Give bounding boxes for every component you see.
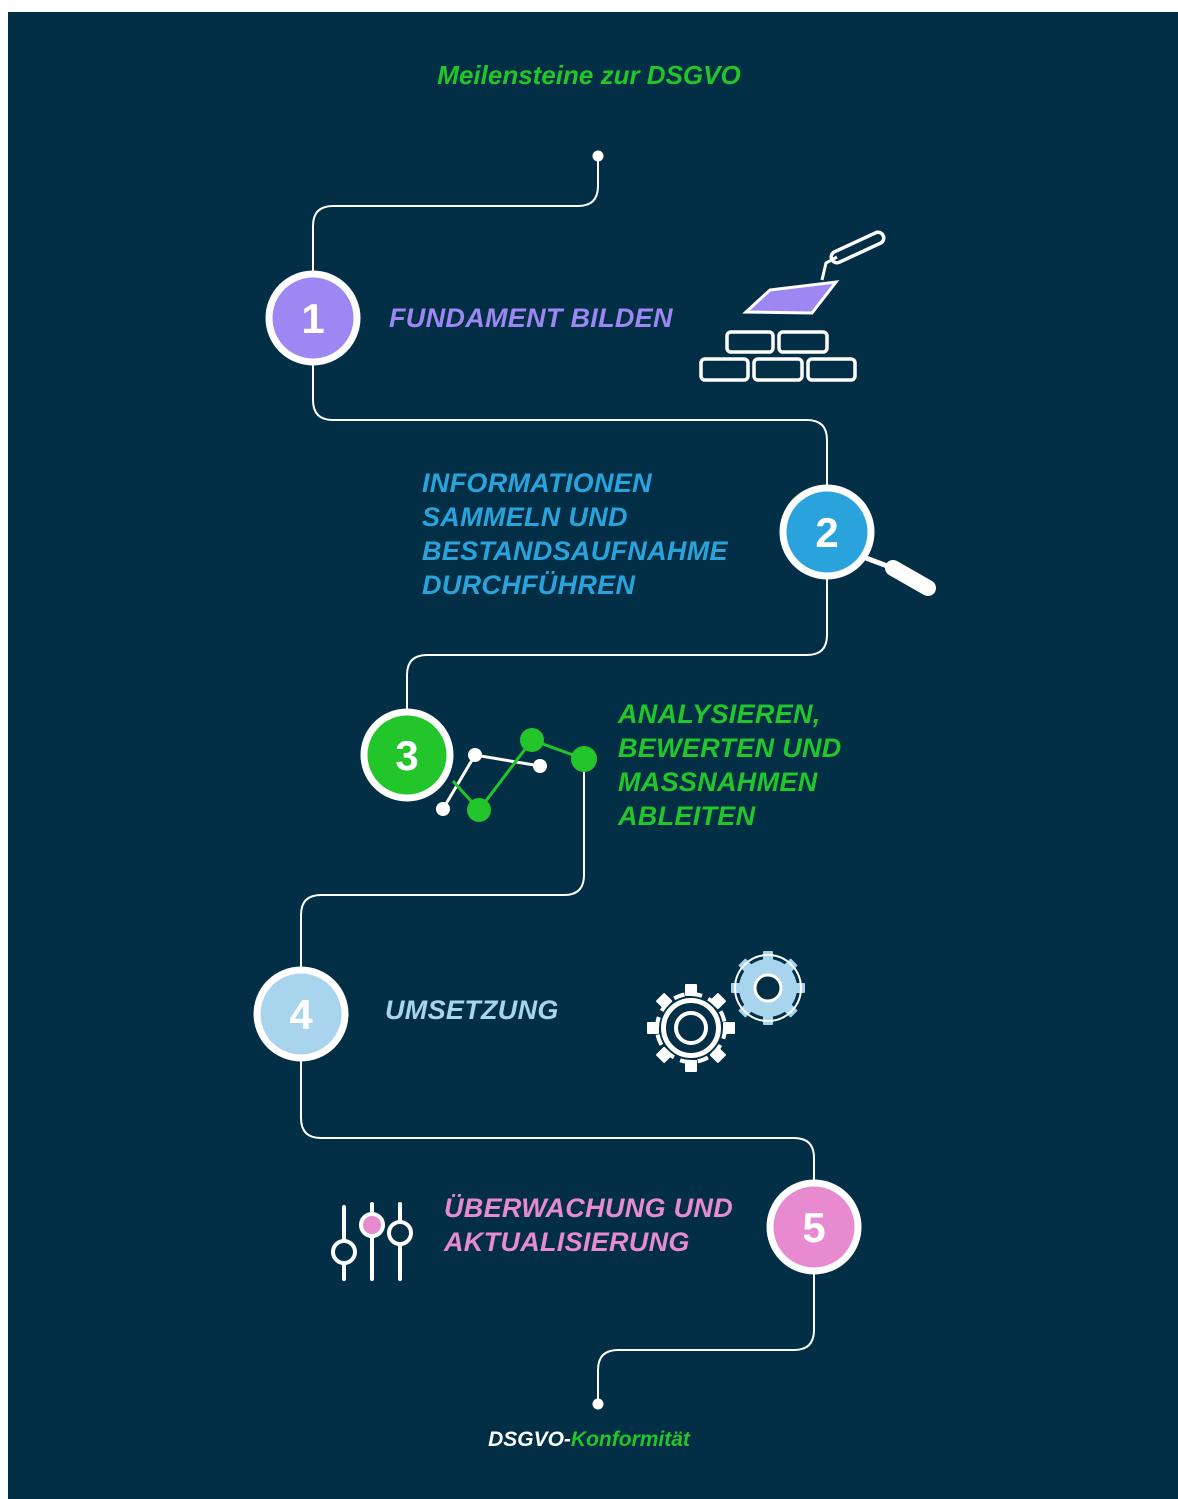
gears-icon (647, 951, 805, 1072)
step-4-badge: 4 (253, 966, 349, 1062)
step-5-label: ÜBERWACHUNG UND AKTUALISIERUNG (444, 1191, 733, 1259)
svg-text:2: 2 (815, 509, 838, 556)
svg-text:3: 3 (395, 732, 418, 779)
step-2-line-2: SAMMELN UND (422, 502, 628, 532)
step-1-label: FUNDAMENT BILDEN (389, 301, 673, 335)
svg-text:4: 4 (289, 991, 313, 1038)
step-4-label: UMSETZUNG (385, 993, 559, 1027)
step-3-line-2: BEWERTEN UND (618, 733, 842, 763)
step-2-line-3: BESTANDSAUFNAHME (422, 536, 728, 566)
sliders-icon (331, 1202, 413, 1281)
roadmap-path (300, 156, 828, 1404)
diagram-title: Meilensteine zur DSGVO (437, 60, 741, 90)
step-5-line-2: AKTUALISIERUNG (444, 1227, 690, 1257)
svg-text:1: 1 (301, 295, 324, 342)
footer-part-1: DSGVO- (488, 1428, 571, 1451)
footer-label: DSGVO-Konformität (0, 1428, 1178, 1452)
path-start-dot (592, 150, 604, 162)
network-graph-icon (436, 728, 597, 822)
step-1-line-1: FUNDAMENT BILDEN (389, 303, 673, 333)
step-4-line-1: UMSETZUNG (385, 995, 559, 1025)
step-3-line-1: ANALYSIEREN, (618, 699, 821, 729)
path-end-dot (592, 1398, 604, 1410)
svg-text:5: 5 (802, 1204, 825, 1251)
step-5-line-1: ÜBERWACHUNG UND (444, 1193, 734, 1223)
step-5-badge: 5 (766, 1179, 862, 1275)
step-3-badge: 3 (360, 708, 454, 802)
trowel-bricks-icon (699, 230, 886, 382)
step-3-label: ANALYSIEREN, BEWERTEN UND MASSNAHMEN ABL… (618, 697, 842, 833)
footer-part-2: Konformität (570, 1428, 690, 1451)
step-2-line-4: DURCHFÜHREN (422, 570, 636, 600)
step-1-badge: 1 (265, 270, 361, 366)
step-2-label: INFORMATIONEN SAMMELN UND BESTANDSAUFNAH… (422, 466, 728, 602)
step-3-line-4: ABLEITEN (618, 801, 756, 831)
magnifier-icon (865, 555, 936, 596)
step-2-line-1: INFORMATIONEN (422, 468, 652, 498)
step-3-line-3: MASSNAHMEN (618, 767, 818, 797)
step-2-badge: 2 (779, 484, 875, 580)
